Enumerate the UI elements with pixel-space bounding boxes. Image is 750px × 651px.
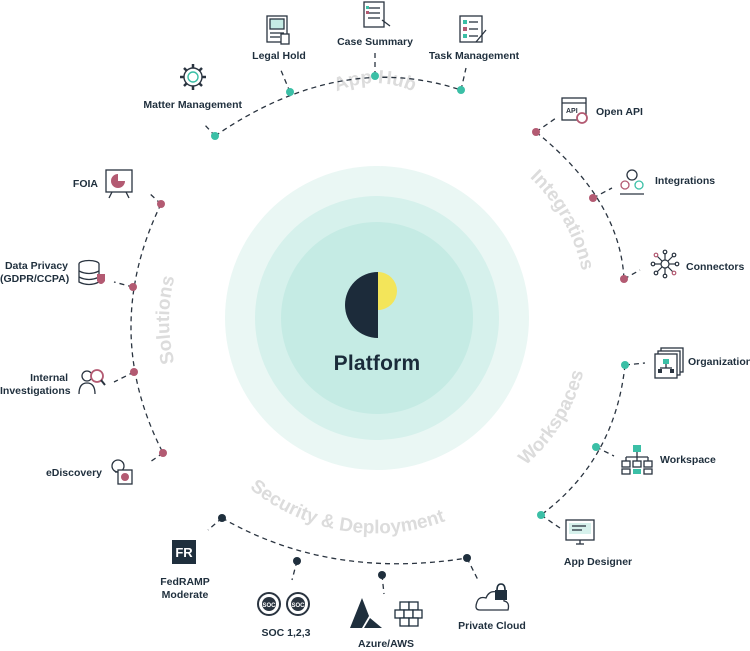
case-summary-clipboard-icon <box>363 1 391 28</box>
platform-logo-icon <box>345 272 397 338</box>
ediscovery-bulb-icon <box>111 459 133 485</box>
label-soc: SOC 1,2,3 <box>261 627 311 639</box>
dot-soc <box>293 557 301 565</box>
dot-app-designer <box>537 511 545 519</box>
label-organization: Organization <box>688 356 750 368</box>
dot-open-api <box>532 128 540 136</box>
label-matter-management: Matter Management <box>143 99 242 111</box>
dot-fedramp <box>218 514 226 522</box>
arc-solutions <box>130 203 164 454</box>
label-internal-investigations: Internal Investigations <box>0 372 71 398</box>
label-internal-line2: Investigations <box>0 385 71 397</box>
foia-presentation-icon <box>105 169 133 199</box>
label-legal-hold: Legal Hold <box>252 50 306 62</box>
label-data-privacy-line2: (GDPR/CCPA) <box>0 273 70 285</box>
label-integrations: Integrations <box>655 175 716 187</box>
section-solutions: Solutions <box>153 274 179 367</box>
label-fedramp-line1: FedRAMP <box>160 576 210 588</box>
api-window-icon: API <box>561 97 588 124</box>
app-designer-monitor-icon <box>565 519 595 545</box>
label-app-designer: App Designer <box>563 556 633 568</box>
dot-case-summary <box>371 72 379 80</box>
label-data-privacy: Data Privacy (GDPR/CCPA) <box>0 260 70 286</box>
platform-title: Platform <box>333 352 421 375</box>
arc-app-hub <box>214 76 462 137</box>
task-management-checklist-icon <box>459 15 487 43</box>
fedramp-badge-icon: FR <box>172 540 196 564</box>
section-integrations: Integrations <box>526 166 597 272</box>
connectors-hub-icon <box>650 249 680 279</box>
database-shield-icon <box>78 259 105 286</box>
private-cloud-lock-icon <box>475 583 510 611</box>
workspace-hierarchy-icon <box>621 445 653 475</box>
label-case-summary: Case Summary <box>337 36 413 48</box>
integrations-gears-icon <box>620 169 644 195</box>
legal-hold-document-icon <box>266 15 290 45</box>
dot-connectors <box>620 275 628 283</box>
label-fedramp-line2: Moderate <box>161 589 209 601</box>
dot-organization <box>621 361 629 369</box>
api-badge-text: API <box>566 108 578 115</box>
organization-chart-icon <box>654 347 684 379</box>
soc-badges-icon: SOC SOC <box>257 592 310 616</box>
fedramp-badge-text: FR <box>175 545 193 560</box>
section-workspaces: Workspaces <box>515 368 589 470</box>
dot-legal-hold <box>286 88 294 96</box>
label-internal-line1: Internal <box>30 372 68 384</box>
investigation-magnifier-icon <box>78 369 106 395</box>
dot-foia <box>157 200 165 208</box>
dot-internal-investigations <box>130 368 138 376</box>
label-connectors: Connectors <box>686 261 745 273</box>
label-azure-aws: Azure/AWS <box>357 638 414 650</box>
dot-private-cloud <box>463 554 471 562</box>
arc-security <box>221 517 468 565</box>
gear-icon <box>180 64 206 90</box>
label-task-management: Task Management <box>428 50 520 62</box>
dot-data-privacy <box>129 283 137 291</box>
azure-aws-icon <box>350 598 423 628</box>
label-open-api: Open API <box>596 106 643 118</box>
dot-ediscovery <box>159 449 167 457</box>
arc-integrations <box>535 131 625 280</box>
label-fedramp-moderate: FedRAMP Moderate <box>148 576 222 602</box>
arc-workspaces <box>540 364 626 516</box>
label-workspace: Workspace <box>660 454 716 466</box>
dot-azure-aws <box>378 571 386 579</box>
soc-badge-text-1: SOC <box>262 603 276 609</box>
dot-integrations <box>589 194 597 202</box>
label-ediscovery: eDiscovery <box>45 467 102 479</box>
dot-matter-management <box>211 132 219 140</box>
label-data-privacy-line1: Data Privacy <box>4 260 68 272</box>
dot-workspace <box>592 443 600 451</box>
section-security-deployment: Security & Deployment <box>246 476 448 539</box>
soc-badge-text-2: SOC <box>291 603 305 609</box>
label-foia: FOIA <box>72 178 98 190</box>
dot-task-management <box>457 86 465 94</box>
label-private-cloud: Private Cloud <box>458 620 526 632</box>
